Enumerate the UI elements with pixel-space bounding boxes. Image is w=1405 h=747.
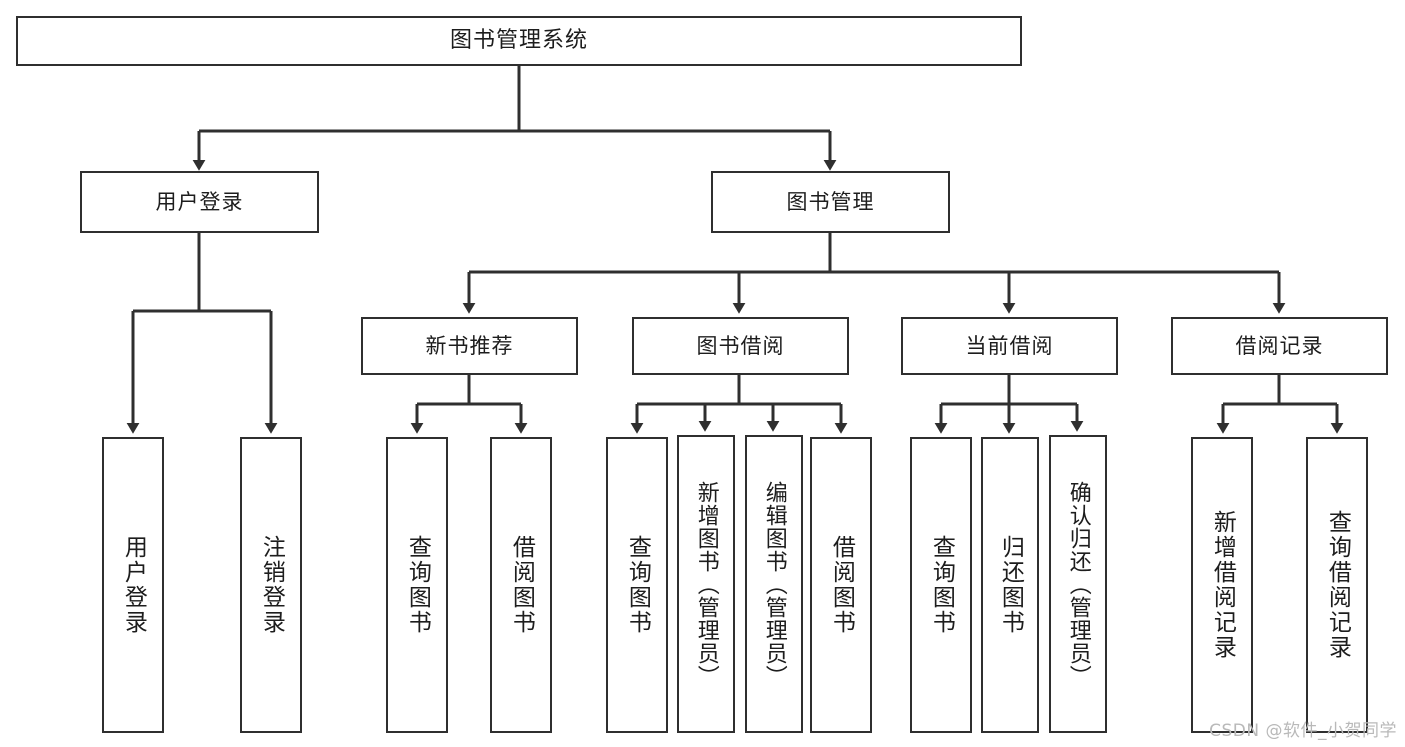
- node-label: 查询图书: [404, 535, 431, 635]
- leaf-borrow-book[interactable]: 借阅图书: [810, 437, 872, 733]
- node-label: 查询图书: [624, 535, 651, 635]
- leaf-query-book-recommend[interactable]: 查询图书: [386, 437, 448, 733]
- node-label: 用户登录: [120, 535, 147, 635]
- node-root-book-management-system[interactable]: 图书管理系统: [16, 16, 1022, 66]
- csdn-watermark: CSDN @软件_小贺同学: [1209, 721, 1397, 741]
- node-label: 归还图书: [997, 535, 1024, 635]
- node-user-login[interactable]: 用户登录: [80, 171, 319, 233]
- leaf-add-borrow-record[interactable]: 新增借阅记录: [1191, 437, 1253, 733]
- node-label: 新增借阅记录: [1209, 510, 1236, 660]
- leaf-query-book-current[interactable]: 查询图书: [910, 437, 972, 733]
- leaf-logout[interactable]: 注销登录: [240, 437, 302, 733]
- node-label: 当前借阅: [965, 333, 1054, 358]
- node-label: 新书推荐: [425, 333, 514, 358]
- node-borrowing-records[interactable]: 借阅记录: [1171, 317, 1388, 375]
- node-label: 编辑图书（管理员）: [761, 480, 787, 688]
- leaf-borrow-book-recommend[interactable]: 借阅图书: [490, 437, 552, 733]
- node-label: 确认归还（管理员）: [1065, 480, 1091, 688]
- leaf-query-book-borrow[interactable]: 查询图书: [606, 437, 668, 733]
- leaf-add-book-admin[interactable]: 新增图书（管理员）: [677, 435, 735, 733]
- node-current-borrowing[interactable]: 当前借阅: [901, 317, 1118, 375]
- leaf-user-login[interactable]: 用户登录: [102, 437, 164, 733]
- node-label: 查询图书: [928, 535, 955, 635]
- node-label: 查询借阅记录: [1324, 510, 1351, 660]
- node-label: 注销登录: [258, 535, 285, 635]
- leaf-return-book[interactable]: 归还图书: [981, 437, 1039, 733]
- node-label: 用户登录: [155, 189, 244, 214]
- node-book-borrowing[interactable]: 图书借阅: [632, 317, 849, 375]
- node-label: 图书管理系统: [449, 28, 588, 53]
- node-label: 借阅图书: [828, 535, 855, 635]
- node-label: 图书管理: [786, 189, 875, 214]
- leaf-query-borrow-record[interactable]: 查询借阅记录: [1306, 437, 1368, 733]
- node-label: 借阅图书: [508, 535, 535, 635]
- node-label: 图书借阅: [696, 333, 785, 358]
- node-label: 新增图书（管理员）: [693, 480, 719, 688]
- node-book-management[interactable]: 图书管理: [711, 171, 950, 233]
- node-new-book-recommendation[interactable]: 新书推荐: [361, 317, 578, 375]
- node-label: 借阅记录: [1235, 333, 1324, 358]
- leaf-confirm-return-admin[interactable]: 确认归还（管理员）: [1049, 435, 1107, 733]
- leaf-edit-book-admin[interactable]: 编辑图书（管理员）: [745, 435, 803, 733]
